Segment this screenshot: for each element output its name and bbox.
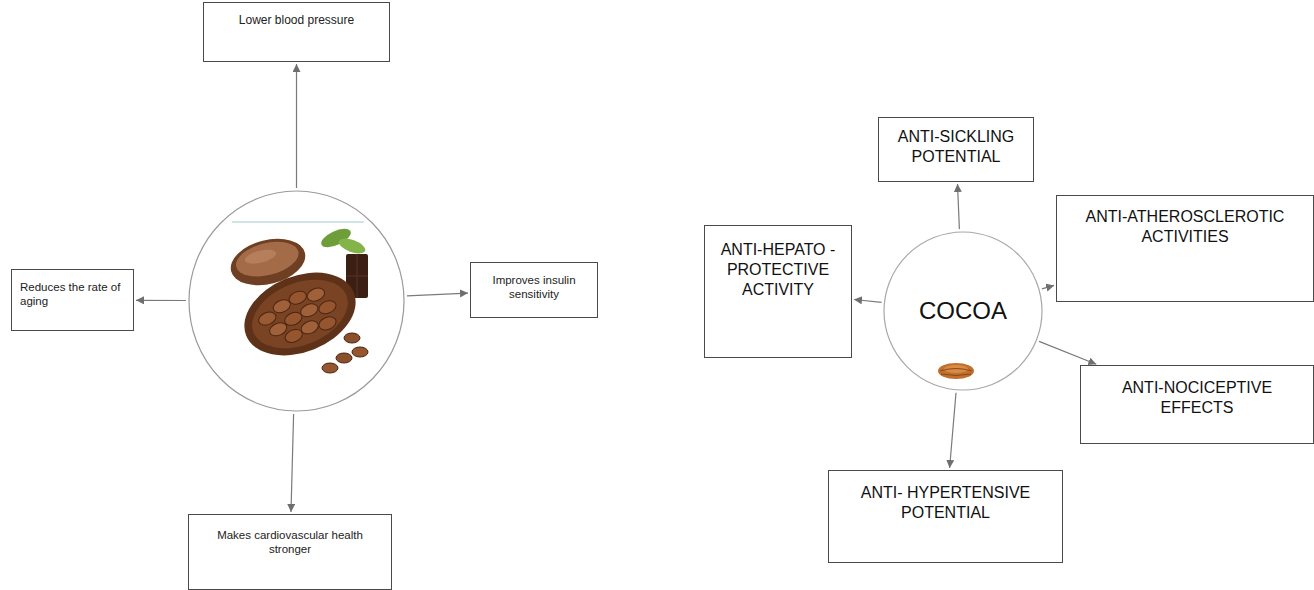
- cocoa-bean: [322, 363, 338, 373]
- box-label: Reduces the rate of aging: [20, 280, 125, 309]
- cocoa-bean: [299, 301, 320, 319]
- cocoa-bean: [344, 333, 360, 343]
- arrow-connector: [136, 300, 186, 301]
- bean-pod: [232, 257, 368, 371]
- box-label: Improves insulin sensitivity: [479, 273, 589, 302]
- cocoa-bean: [305, 286, 326, 304]
- activity-box: ANTI- HYPERTENSIVE POTENTIAL: [828, 470, 1063, 563]
- arrow-connector: [1042, 285, 1054, 288]
- cocoa-bean: [352, 347, 368, 357]
- cocoa-bean: [336, 353, 352, 363]
- chocolate-groove: [357, 254, 358, 298]
- box-label: Lower blood pressure: [212, 13, 381, 28]
- benefit-box: Improves insulin sensitivity: [470, 262, 598, 318]
- cocoa-circle: COCOA: [883, 231, 1043, 391]
- cocoa-powder-light: [244, 247, 278, 266]
- pod-ridge: [940, 369, 972, 372]
- pod-shell: [232, 257, 368, 371]
- benefit-box: Reduces the rate of aging: [11, 269, 134, 331]
- benefit-box: Lower blood pressure: [203, 2, 390, 62]
- activity-box: ANTI-NOCICEPTIVE EFFECTS: [1080, 365, 1314, 444]
- activity-box: ANTI-ATHEROSCLEROTIC ACTIVITIES: [1056, 195, 1314, 302]
- benefit-box: Makes cardiovascular health stronger: [188, 514, 392, 590]
- cocoa-bean: [287, 289, 308, 307]
- box-label: Makes cardiovascular health stronger: [199, 528, 381, 557]
- box-label: ANTI- HYPERTENSIVE POTENTIAL: [839, 483, 1052, 523]
- arrow-connector: [958, 184, 960, 229]
- arrow-connector: [296, 64, 297, 188]
- box-label: ANTI-HEPATO -PROTECTIVE ACTIVITY: [713, 240, 843, 300]
- box-label: ANTI-SICKLING POTENTIAL: [887, 127, 1025, 167]
- arrow-connector: [407, 293, 468, 296]
- cocoa-bean: [317, 314, 338, 332]
- image-circle: [188, 190, 405, 412]
- pod-ridge: [941, 374, 971, 376]
- pod-inside: [242, 267, 358, 362]
- box-label: ANTI-NOCICEPTIVE EFFECTS: [1093, 378, 1301, 418]
- cocoa-pod-icon: [938, 363, 974, 379]
- circle-outline: [189, 191, 404, 411]
- arrow-connector: [854, 300, 882, 303]
- activity-box: ANTI-SICKLING POTENTIAL: [878, 117, 1034, 182]
- pod-body: [938, 363, 974, 379]
- leaf: [337, 236, 367, 257]
- cocoa-photo: [226, 222, 368, 373]
- arrow-connector: [950, 393, 956, 468]
- circle-label: COCOA: [919, 296, 1007, 326]
- arrow-connector: [1039, 341, 1096, 364]
- circle-outline: [188, 190, 405, 412]
- cocoa-bean: [299, 318, 320, 336]
- cocoa-bean: [317, 298, 338, 316]
- photo-rule: [232, 222, 364, 223]
- activity-box: ANTI-HEPATO -PROTECTIVE ACTIVITY: [704, 225, 852, 358]
- arrow-connector: [291, 414, 294, 512]
- cocoa-powder: [232, 236, 302, 283]
- box-label: ANTI-ATHEROSCLEROTIC ACTIVITIES: [1067, 207, 1303, 247]
- circle-outline: [884, 232, 1042, 390]
